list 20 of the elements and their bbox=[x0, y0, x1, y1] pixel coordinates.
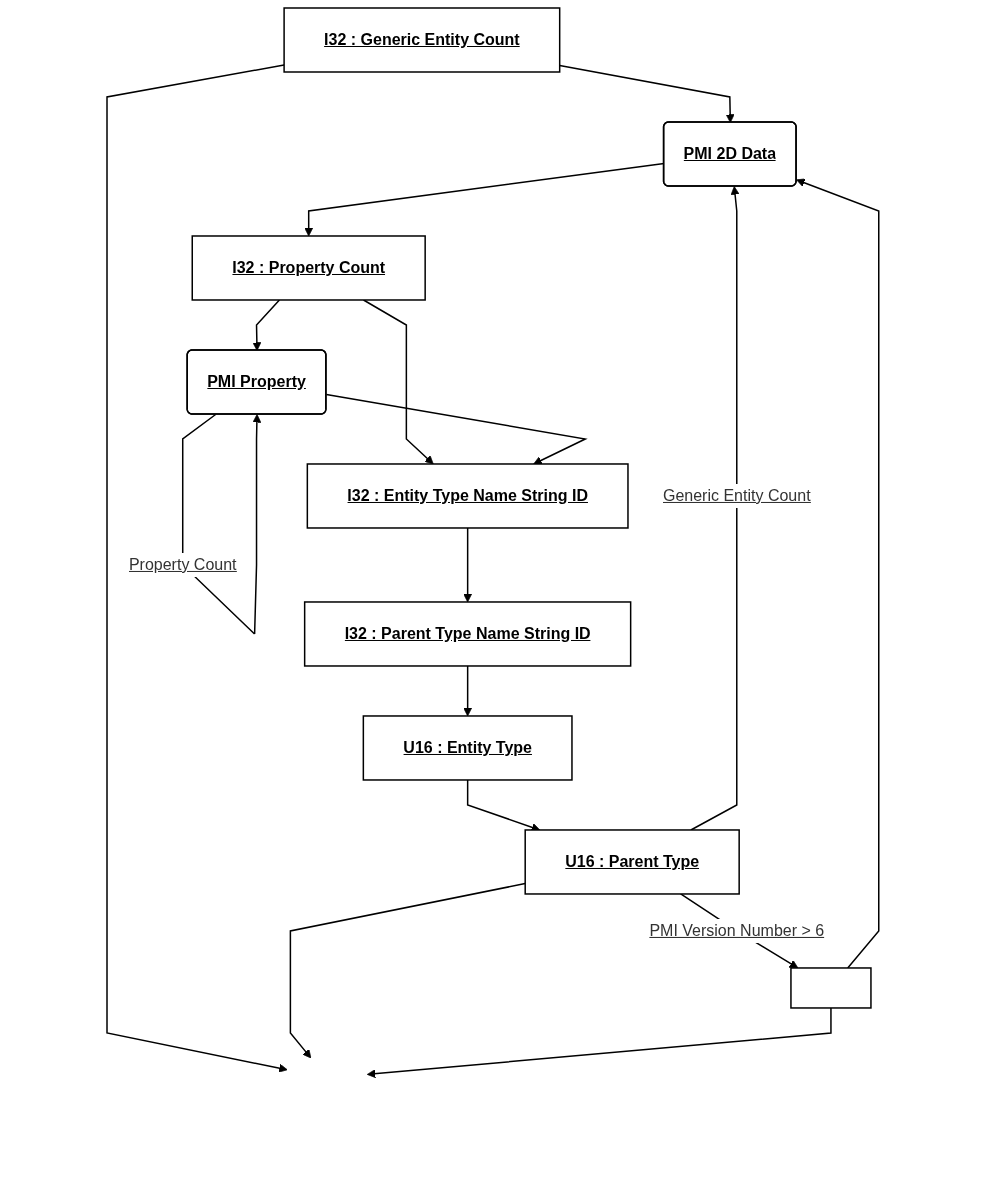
node-box: I32 : Entity Type Name String ID bbox=[306, 463, 629, 529]
node-box: U16 : Parent Type bbox=[524, 829, 740, 895]
node-box: I32 : Generic Entity Count bbox=[283, 7, 561, 73]
arrow bbox=[796, 178, 880, 969]
arrow bbox=[252, 299, 281, 351]
edge-label: PMI Version Number > 6 bbox=[649, 921, 825, 939]
edge-label: Property Count bbox=[129, 555, 237, 573]
arrow bbox=[690, 186, 740, 831]
node-box: U16 : Entity Type bbox=[362, 715, 573, 781]
arrow bbox=[106, 64, 288, 1073]
arrow bbox=[325, 393, 588, 465]
node-box bbox=[790, 967, 872, 1009]
node-box: I32 : Property Count bbox=[191, 235, 426, 301]
arrow bbox=[463, 665, 473, 717]
arrow bbox=[559, 64, 735, 123]
arrow bbox=[463, 527, 473, 603]
node-box: I32 : Parent Type Name String ID bbox=[304, 601, 632, 667]
arrow bbox=[367, 1007, 832, 1079]
edge-label: Generic Entity Count bbox=[663, 486, 811, 504]
arrow bbox=[362, 299, 434, 465]
